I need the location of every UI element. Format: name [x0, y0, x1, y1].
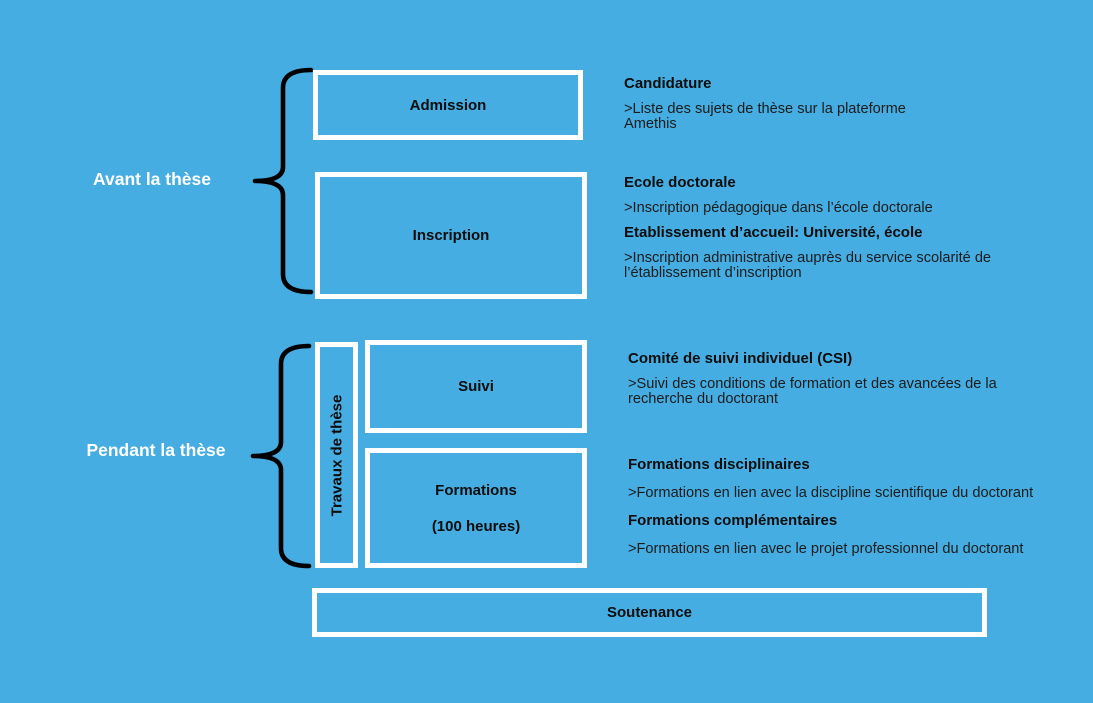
- note-suivi-body: >Suivi des conditions de formation et de…: [628, 375, 997, 408]
- avant-brace-icon: [250, 67, 314, 295]
- note-formations: Formations disciplinaires >Formations en…: [628, 456, 1088, 557]
- box-suivi: Suivi: [365, 340, 587, 433]
- note-candidature-title: Candidature: [624, 75, 712, 92]
- phase-label-pendant: Pendant la thèse: [86, 440, 226, 460]
- box-admission-label: Admission: [409, 96, 487, 114]
- box-suivi-label: Suivi: [458, 378, 494, 395]
- box-admission: Admission: [313, 70, 583, 140]
- pendant-brace-icon: [248, 343, 312, 569]
- note-formations-title-2: Formations complémentaires: [628, 512, 838, 530]
- box-inscription-label: Inscription: [412, 227, 490, 244]
- box-soutenance-label: Soutenance: [606, 604, 693, 621]
- note-inscription-body-2: >Inscription administrative auprès du se…: [624, 249, 992, 282]
- note-inscription: Ecole doctorale >Inscription pédagogique…: [624, 174, 1034, 282]
- phase-label-avant: Avant la thèse: [92, 169, 211, 189]
- box-travaux-de-these: Travaux de thèse: [315, 342, 358, 568]
- note-candidature: Candidature >Liste des sujets de thèse s…: [624, 75, 954, 133]
- box-formations: Formations (100 heures): [365, 448, 587, 568]
- box-formations-label: Formations: [435, 481, 517, 499]
- box-soutenance: Soutenance: [312, 588, 987, 637]
- note-suivi-title: Comité de suivi individuel (CSI): [628, 350, 853, 367]
- note-suivi: Comité de suivi individuel (CSI) >Suivi …: [628, 350, 1028, 408]
- box-travaux-label: Travaux de thèse: [328, 394, 346, 516]
- note-formations-title-1: Formations disciplinaires: [628, 456, 810, 473]
- box-formations-sublabel: (100 heures): [431, 517, 521, 535]
- box-inscription: Inscription: [315, 172, 587, 299]
- note-formations-body-2: >Formations en lien avec le projet profe…: [628, 540, 1024, 557]
- note-inscription-body-1: >Inscription pédagogique dans l’école do…: [624, 199, 933, 216]
- note-candidature-body: >Liste des sujets de thèse sur la platef…: [624, 100, 906, 133]
- note-formations-body-1: >Formations en lien avec la discipline s…: [628, 484, 1034, 501]
- note-inscription-title-2: Etablissement d’accueil: Université, éco…: [624, 224, 923, 242]
- note-inscription-title-1: Ecole doctorale: [624, 174, 736, 191]
